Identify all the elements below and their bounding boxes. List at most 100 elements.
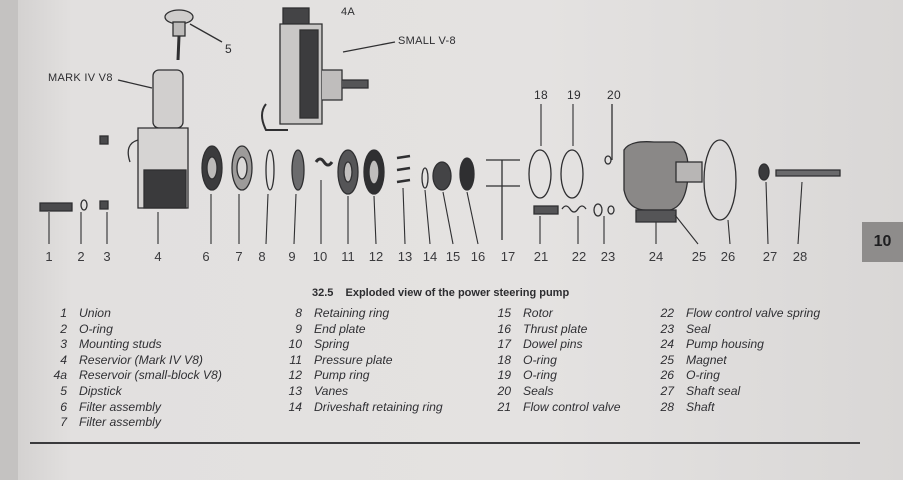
- legend-number: 7: [60, 415, 67, 430]
- legend-label: Seal: [686, 321, 711, 336]
- part-number-label: 15: [445, 249, 461, 264]
- legend-number: 12: [288, 368, 302, 383]
- legend-number: 26: [660, 368, 674, 383]
- legend-label: O-ring: [79, 321, 113, 336]
- part-number-label: 4: [154, 249, 162, 264]
- chapter-tab: 10: [862, 222, 903, 262]
- legend-number: 5: [60, 383, 67, 398]
- legend-number: 16: [497, 321, 511, 336]
- legend-label: Pressure plate: [314, 352, 393, 367]
- part-number-label: 13: [397, 249, 413, 264]
- part-number-label: 12: [368, 249, 384, 264]
- figure-caption: 32.5 Exploded view of the power steering…: [312, 287, 569, 299]
- legend-item: 10 Spring: [0, 337, 443, 353]
- part-number-label: 22: [571, 249, 587, 264]
- legend-label: O-ring: [686, 368, 720, 383]
- legend-number: 21: [497, 399, 511, 414]
- legend-number: 24: [660, 337, 674, 352]
- legend-label: Reservoir (small-block V8): [79, 368, 222, 383]
- part-number-label: 21: [533, 249, 549, 264]
- legend-label: O-ring: [523, 352, 557, 367]
- legend-item: 21 Flow control valve: [0, 399, 621, 416]
- legend-number: 19: [497, 368, 511, 383]
- legend-item: 15 Rotor: [0, 306, 621, 322]
- legend-label: Rotor: [523, 306, 553, 320]
- reservoir-mark-iv-illustration: [99, 69, 189, 209]
- legend-label: Shaft: [686, 399, 715, 414]
- callout-18: 18: [534, 88, 548, 102]
- part-number-label: 26: [720, 249, 736, 264]
- legend-item: 16 Thrust plate: [0, 322, 621, 338]
- legend-label: Filter assembly: [79, 399, 161, 414]
- part-number-label: 17: [500, 249, 516, 264]
- legend-number: 4a: [53, 368, 67, 383]
- legend-label: Spring: [314, 337, 350, 352]
- legend-item: 23 Seal: [0, 322, 820, 338]
- callout-20: 20: [607, 88, 621, 102]
- part-number-label: 16: [470, 249, 486, 264]
- pump-housing-illustration: [623, 141, 703, 223]
- legend-item: 6 Filter assembly: [0, 400, 222, 416]
- legend-number: 23: [660, 321, 674, 336]
- legend-label: End plate: [314, 321, 366, 336]
- legend-item: 13 Vanes: [0, 384, 443, 400]
- part-number-label: 6: [202, 249, 210, 264]
- legend-label: Flow control valve spring: [686, 306, 821, 320]
- legend-item: 19 O-ring: [0, 368, 621, 384]
- legend-label: Mounting studs: [79, 337, 162, 352]
- figure-number: 32.5: [312, 287, 334, 299]
- legend-label: O-ring: [523, 368, 557, 383]
- part-number-label: 2: [77, 249, 85, 264]
- part-number-label: 7: [235, 249, 243, 264]
- legend-label: Shaft seal: [686, 383, 741, 398]
- legend-number: 27: [660, 383, 674, 398]
- part-number-label: 9: [288, 249, 296, 264]
- exploded-view-figure: [39, 7, 841, 245]
- part-number-label: 14: [422, 249, 438, 264]
- legend-number: 6: [60, 399, 67, 414]
- legend-label: Dipstick: [79, 383, 122, 398]
- callout-19: 19: [567, 88, 581, 102]
- legend-number: 13: [288, 383, 302, 398]
- figure-title: Exploded view of the power steering pump: [345, 287, 570, 299]
- part-number-label: 23: [600, 249, 616, 264]
- filter-assemblies-illustration: [201, 145, 253, 191]
- legend-label: Thrust plate: [523, 321, 588, 336]
- page-rule: [30, 442, 860, 444]
- legend-item: 20 Seals: [0, 384, 621, 400]
- legend-number: 17: [497, 337, 511, 352]
- legend-number: 2: [60, 321, 67, 336]
- legend-label: Dowel pins: [523, 337, 583, 352]
- part-number-label: 27: [762, 249, 778, 264]
- part-number-label: 24: [648, 249, 664, 264]
- legend-item: 4a Reservoir (small-block V8): [0, 368, 222, 384]
- legend-label: Vanes: [314, 383, 349, 398]
- legend-number: 4: [60, 352, 67, 367]
- legend-item: 27 Shaft seal: [0, 384, 820, 400]
- legend-item: 5 Dipstick: [0, 384, 222, 400]
- legend-number: 20: [497, 383, 511, 398]
- dipstick-illustration: [164, 9, 223, 61]
- legend-number: 15: [497, 306, 511, 320]
- legend-label: Seals: [523, 383, 554, 398]
- legend-item: 17 Dowel pins: [0, 337, 621, 353]
- legend-number: 10: [288, 337, 302, 352]
- legend-label: Flow control valve: [523, 399, 621, 414]
- legend-number: 14: [288, 399, 302, 414]
- part-number-label: 25: [691, 249, 707, 264]
- legend-label: Magnet: [686, 352, 727, 367]
- page-gutter: [0, 0, 18, 480]
